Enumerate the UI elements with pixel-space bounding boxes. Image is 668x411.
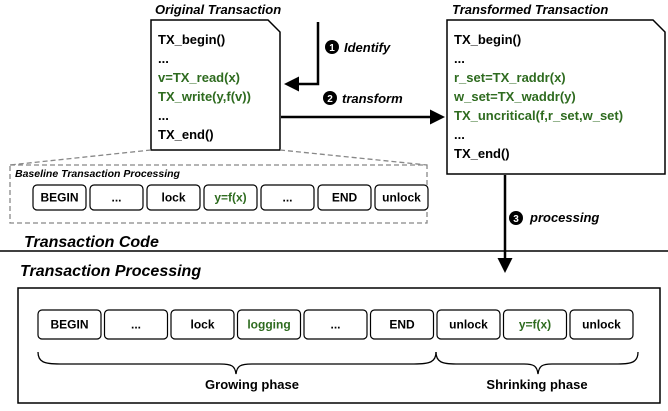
section-transaction-processing: Transaction Processing: [20, 263, 201, 280]
pipeline-cell: [37, 309, 102, 340]
pipeline-cell-label: END: [389, 318, 415, 332]
baseline-cell-label: BEGIN: [40, 191, 78, 205]
transformed-code-line: TX_begin(): [454, 32, 521, 47]
original-transaction-title: Original Transaction: [155, 2, 281, 17]
growing-phase-label: Growing phase: [205, 377, 299, 392]
step-2-label: transform: [342, 91, 403, 106]
pipeline-cell: [303, 309, 368, 340]
baseline-cell-label: lock: [161, 191, 185, 205]
transformed-code-line: TX_uncritical(f,r_set,w_set): [454, 108, 623, 123]
baseline-cell-label: y=f(x): [214, 191, 246, 205]
identify-arrow: [284, 22, 320, 92]
baseline-cell: [203, 184, 258, 211]
step-3-label: processing: [529, 210, 599, 225]
transformed-code-lines: TX_begin()... r_set=TX_raddr(x) w_set=TX_w…: [453, 32, 623, 161]
baseline-cell: [146, 184, 201, 211]
transformed-transaction-title: Transformed Transaction: [452, 2, 608, 17]
transformed-transaction-box: [446, 19, 666, 175]
original-code-line: TX_end(): [158, 127, 214, 142]
transformed-code-line: w_set=TX_waddr(y): [453, 89, 576, 104]
pipeline-cell-label: unlock: [582, 318, 621, 332]
transformed-code-line: TX_end(): [454, 146, 510, 161]
pipeline-cell-label: unlock: [449, 318, 488, 332]
pipeline-cell: [103, 309, 169, 340]
step-2-number: 2: [327, 94, 333, 105]
baseline-cell: [260, 184, 315, 211]
original-code-line: v=TX_read(x): [158, 70, 240, 85]
transformed-code-line: ...: [454, 127, 465, 142]
pipeline-cell-label: ...: [330, 318, 340, 332]
baseline-cell-label: ...: [282, 191, 292, 205]
original-code-line: TX_begin(): [158, 32, 225, 47]
processing-panel: [17, 287, 661, 404]
step-1-label: Identify: [344, 40, 391, 55]
pipeline-cells: BEGIN... lock logging... END unlock y=f(x) unl…: [37, 309, 634, 340]
original-code-line: ...: [158, 108, 169, 123]
baseline-cell-label: ...: [111, 191, 121, 205]
baseline-cell-label: unlock: [382, 191, 421, 205]
pipeline-cell-label: y=f(x): [519, 318, 551, 332]
shrinking-phase-label: Shrinking phase: [486, 377, 587, 392]
pipeline-cell: [170, 309, 235, 340]
baseline-cell: [89, 184, 144, 211]
pipeline-cell: [369, 309, 435, 340]
baseline-cell-label: END: [332, 191, 358, 205]
step-3-number: 3: [513, 214, 519, 225]
pipeline-cell-label: lock: [190, 318, 214, 332]
baseline-cells: BEGIN... lock y=f(x)... END unlock: [32, 184, 429, 211]
baseline-title: Baseline Transaction Processing: [15, 168, 181, 180]
transformed-code-line: r_set=TX_raddr(x): [454, 70, 566, 85]
section-transaction-code: Transaction Code: [24, 234, 159, 251]
pipeline-cell-label: logging: [247, 318, 290, 332]
baseline-cell: [32, 184, 87, 211]
original-code-line: ...: [158, 51, 169, 66]
pipeline-cell-label: BEGIN: [50, 318, 88, 332]
baseline-panel: [9, 164, 428, 224]
pipeline-cell: [236, 309, 302, 340]
step-2-badge: [323, 91, 337, 105]
original-transaction-box: [150, 19, 281, 151]
pipeline-cell: [436, 309, 501, 340]
step-3-badge: [509, 211, 523, 225]
pipeline-cell-label: ...: [131, 318, 141, 332]
growing-phase-brace: [37, 351, 437, 375]
original-code-lines: TX_begin()... v=TX_read(x) TX_write(y,f(v)…: [158, 32, 251, 142]
baseline-cell: [374, 184, 429, 211]
shrinking-phase-brace: [435, 351, 639, 375]
step-1-badge: [325, 40, 339, 54]
step-1-number: 1: [329, 43, 335, 54]
original-code-line: TX_write(y,f(v)): [158, 89, 251, 104]
pipeline-cell: [502, 309, 568, 340]
baseline-cell: [317, 184, 372, 211]
transformed-code-line: ...: [454, 51, 465, 66]
pipeline-cell: [569, 309, 634, 340]
baseline-connector: [9, 149, 428, 166]
